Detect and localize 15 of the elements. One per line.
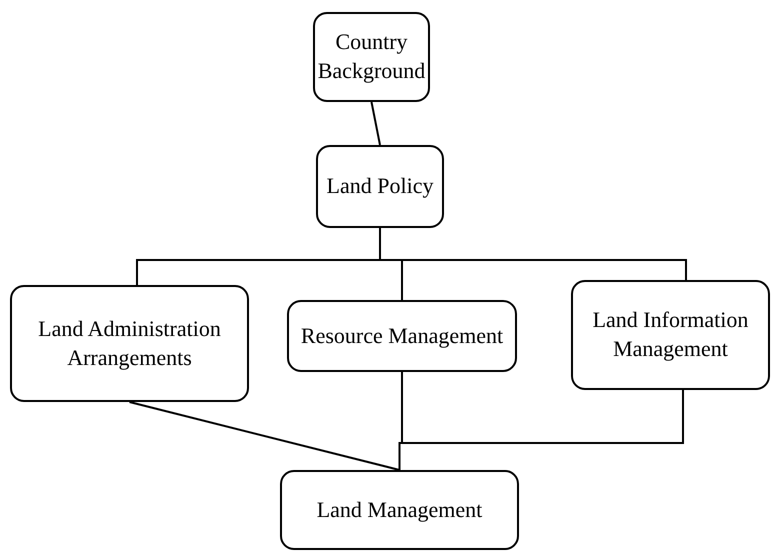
connector-line [129, 401, 400, 471]
connector-line [379, 228, 687, 280]
box-label: Land Information Management [592, 306, 750, 363]
box-label: Land Management [316, 496, 482, 524]
box-label: Resource Management [300, 322, 504, 350]
rounded-box [571, 280, 770, 390]
rounded-box [10, 285, 249, 402]
box-label: Land Policy [326, 172, 434, 200]
rounded-box [280, 470, 519, 550]
connector-line [370, 102, 381, 146]
rounded-box [316, 145, 444, 228]
rounded-box [313, 12, 430, 102]
box-label: Country Background [318, 28, 426, 85]
rounded-box [287, 300, 517, 372]
box-label: Land Administration Arrangements [37, 314, 222, 372]
